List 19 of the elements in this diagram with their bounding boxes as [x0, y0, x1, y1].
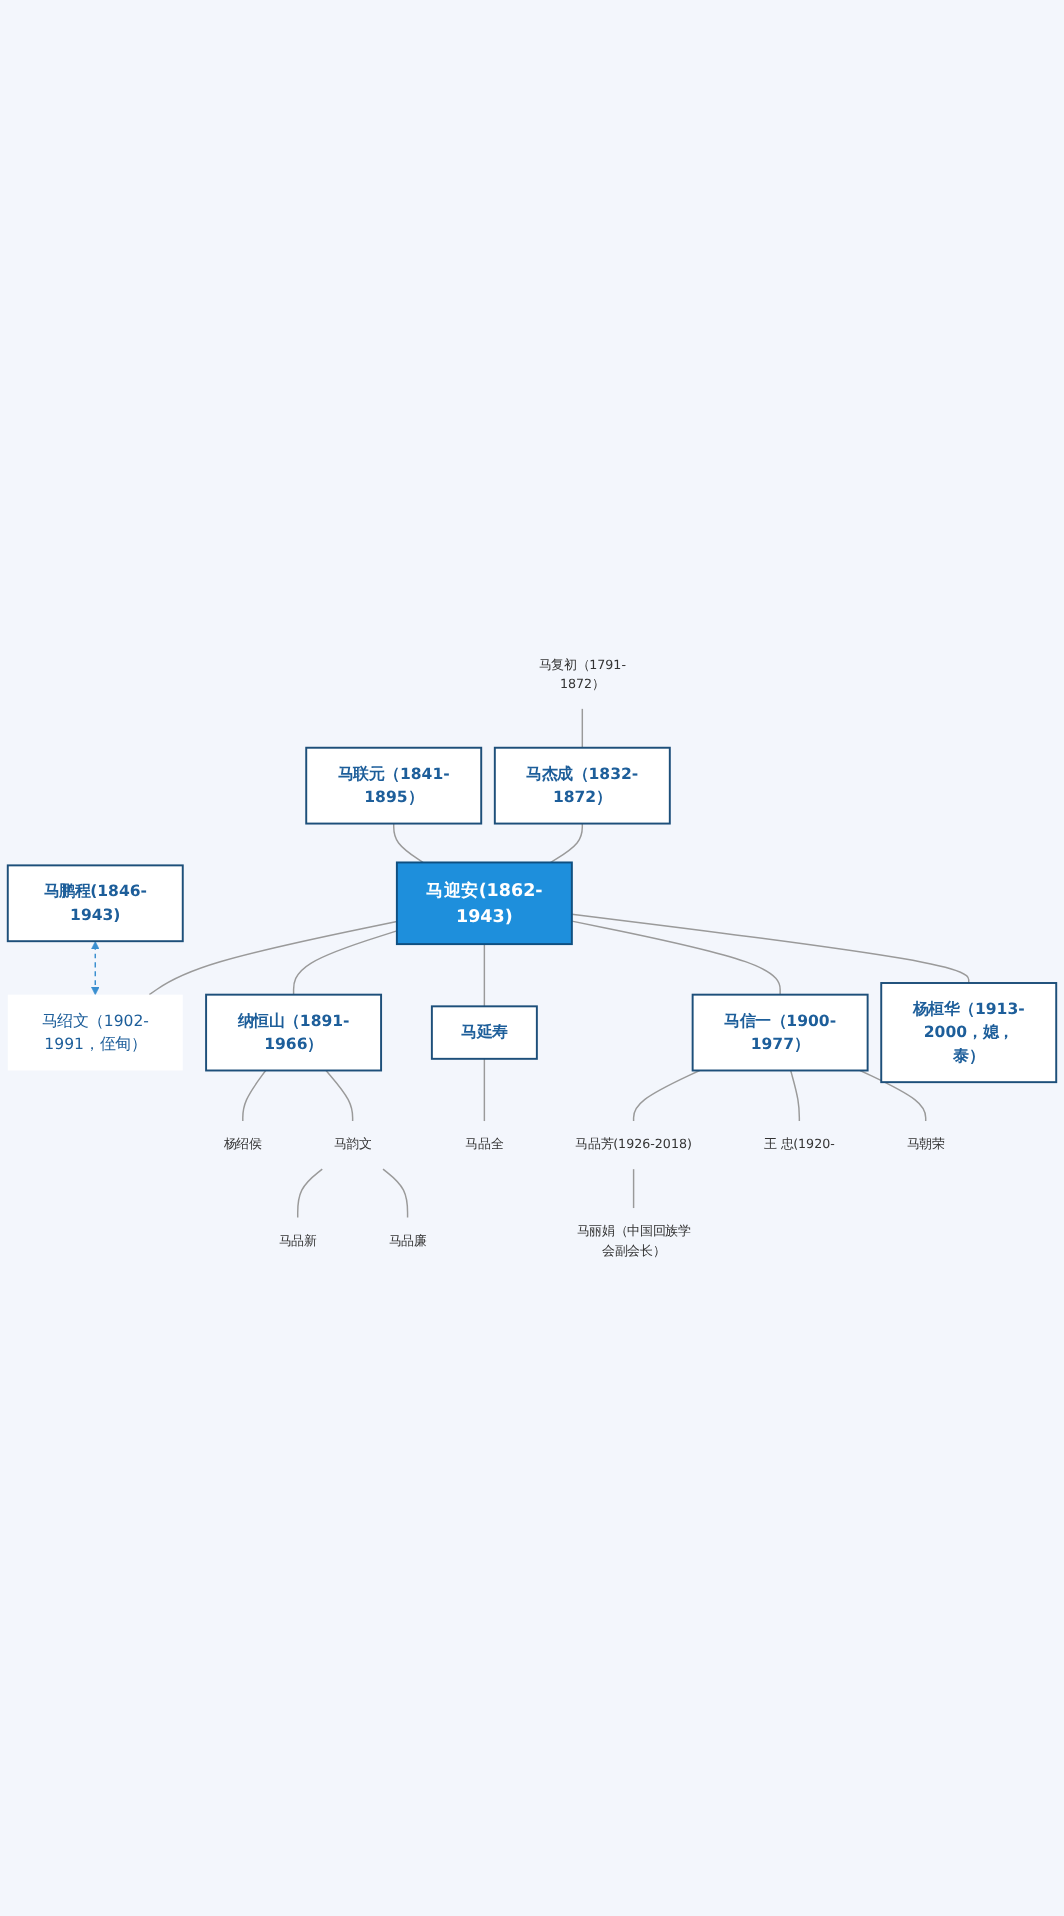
node-box: 马迎安(1862-1943) [395, 861, 573, 945]
connector [325, 1069, 354, 1122]
connector [382, 1167, 409, 1218]
connector [571, 912, 970, 984]
connector [632, 1167, 635, 1209]
connector [292, 929, 398, 995]
arrow [91, 940, 100, 995]
connector [550, 822, 584, 863]
connector [148, 920, 398, 995]
connector [859, 1069, 927, 1122]
connector [297, 1167, 323, 1218]
connector [632, 1069, 701, 1122]
connector [571, 919, 781, 995]
connector [483, 1057, 486, 1122]
connector [393, 822, 424, 863]
connector [242, 1069, 267, 1122]
connector [789, 1069, 801, 1122]
connector [581, 707, 584, 748]
connector [483, 942, 486, 1007]
